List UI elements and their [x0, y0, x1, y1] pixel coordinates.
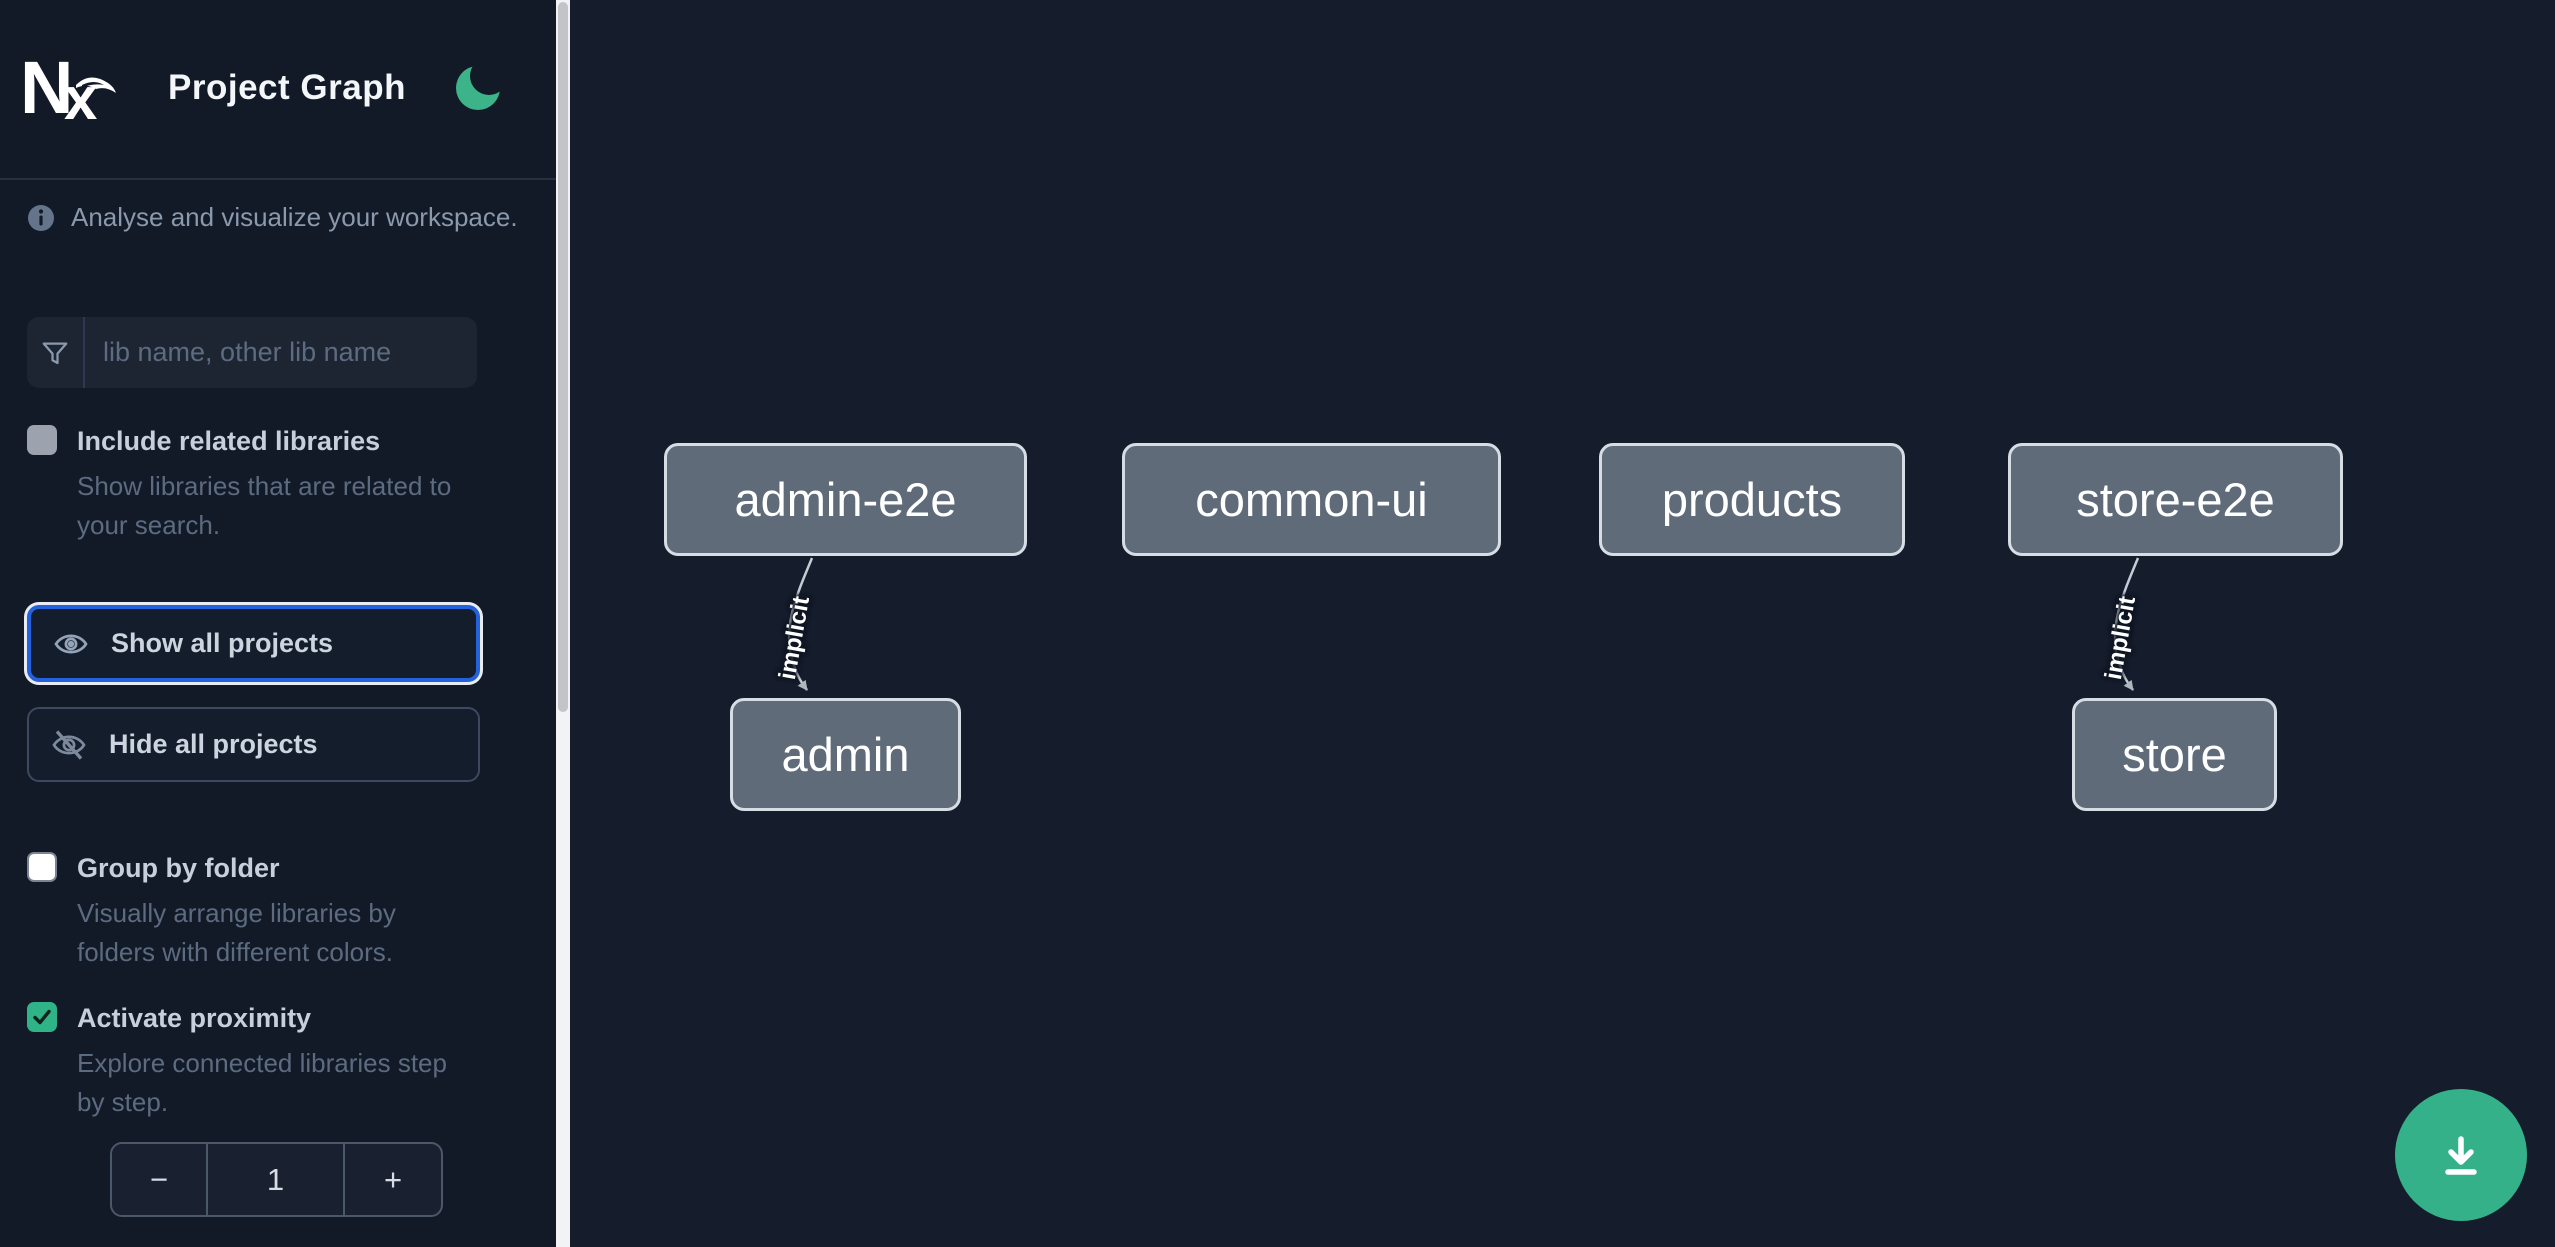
project-graph-canvas[interactable]: admin-e2e common-ui products store-e2e a… — [570, 0, 2555, 1247]
graph-node-products[interactable]: products — [1599, 443, 1905, 556]
info-icon — [28, 204, 54, 231]
activate-proximity-checkbox[interactable] — [27, 1002, 57, 1032]
include-related-checkbox[interactable] — [27, 425, 57, 455]
show-all-projects-button[interactable]: Show all projects — [27, 605, 480, 682]
include-related-label: Include related libraries — [77, 426, 381, 456]
sidebar-scrollbar-thumb[interactable] — [558, 2, 568, 712]
include-related-description: Show libraries that are related to your … — [77, 471, 452, 540]
svg-text:x: x — [64, 65, 97, 121]
sidebar-header: N x Project Graph — [0, 0, 556, 180]
dependency-edges — [787, 557, 2140, 691]
depth-decrement-button[interactable]: − — [112, 1144, 208, 1215]
download-graph-button[interactable] — [2395, 1089, 2527, 1221]
search-box — [27, 317, 477, 388]
checkmark-icon — [33, 1009, 51, 1025]
funnel-icon — [42, 342, 68, 364]
filter-icon-cell — [27, 317, 85, 388]
sidebar: N x Project Graph Analyse and visualize … — [0, 0, 556, 1247]
group-by-folder-label: Group by folder — [77, 853, 280, 883]
moon-icon — [456, 56, 508, 110]
download-icon — [2445, 1136, 2477, 1175]
group-by-folder-description: Visually arrange libraries by folders wi… — [77, 898, 396, 967]
nx-logo: N x — [24, 55, 116, 121]
eye-off-icon — [52, 729, 86, 760]
hide-all-projects-button[interactable]: Hide all projects — [27, 707, 480, 782]
page-title: Project Graph — [168, 68, 406, 107]
theme-toggle-button[interactable] — [450, 56, 508, 116]
graph-node-common-ui[interactable]: common-ui — [1122, 443, 1501, 556]
tagline-text: Analyse and visualize your workspace. — [71, 202, 518, 232]
graph-node-store[interactable]: store — [2072, 698, 2277, 811]
depth-increment-button[interactable]: + — [343, 1144, 441, 1215]
search-input[interactable] — [85, 317, 477, 388]
svg-text:N: N — [24, 55, 73, 121]
depth-value: 1 — [266, 1161, 285, 1197]
sidebar-scrollbar-track[interactable] — [556, 0, 570, 1247]
activate-proximity-label: Activate proximity — [77, 1003, 312, 1033]
show-all-projects-label: Show all projects — [111, 628, 334, 658]
hide-all-projects-label: Hide all projects — [109, 729, 318, 759]
group-by-folder-checkbox[interactable] — [27, 852, 57, 882]
graph-node-store-e2e[interactable]: store-e2e — [2008, 443, 2343, 556]
proximity-depth-stepper: − 1 + — [110, 1142, 443, 1217]
eye-icon — [54, 634, 88, 653]
edge-label-implicit-store[interactable]: implicit — [2099, 594, 2142, 682]
activate-proximity-description: Explore connected libraries step by step… — [77, 1048, 447, 1117]
graph-node-admin-e2e[interactable]: admin-e2e — [664, 443, 1027, 556]
graph-node-admin[interactable]: admin — [730, 698, 961, 811]
edge-label-implicit-admin[interactable]: implicit — [773, 594, 816, 682]
tagline-row: Analyse and visualize your workspace. — [27, 202, 518, 233]
